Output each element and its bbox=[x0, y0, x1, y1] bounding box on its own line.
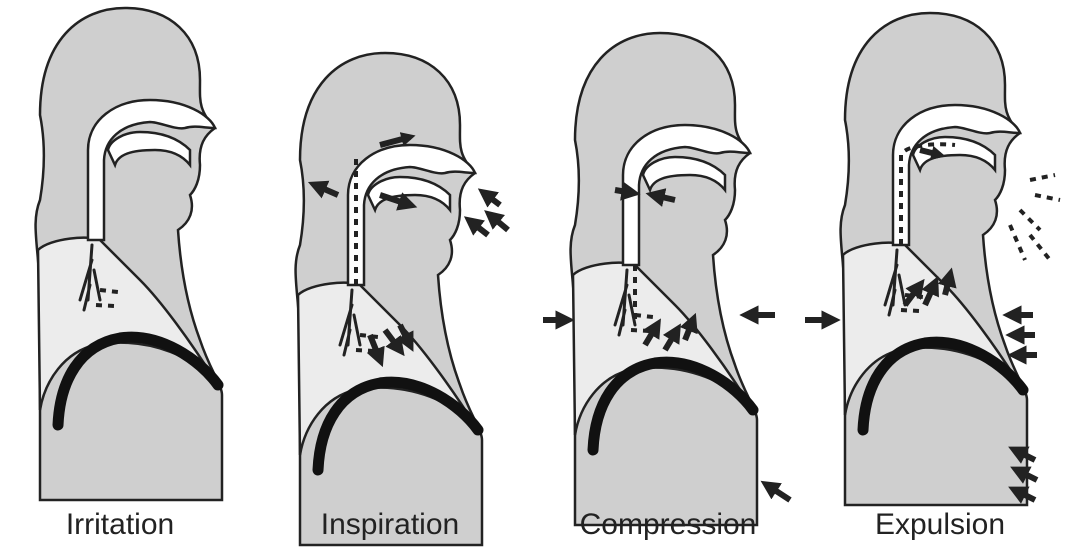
panel-compression bbox=[543, 33, 790, 525]
panel-expulsion bbox=[805, 13, 1060, 505]
panel-irritation bbox=[36, 8, 222, 500]
label-expulsion: Expulsion bbox=[875, 508, 1005, 542]
panel-inspiration bbox=[296, 53, 508, 545]
label-inspiration: Inspiration bbox=[321, 508, 459, 542]
label-irritation: Irritation bbox=[66, 508, 174, 542]
expulsion-spray bbox=[1010, 175, 1060, 260]
label-compression: Compression bbox=[580, 508, 757, 542]
